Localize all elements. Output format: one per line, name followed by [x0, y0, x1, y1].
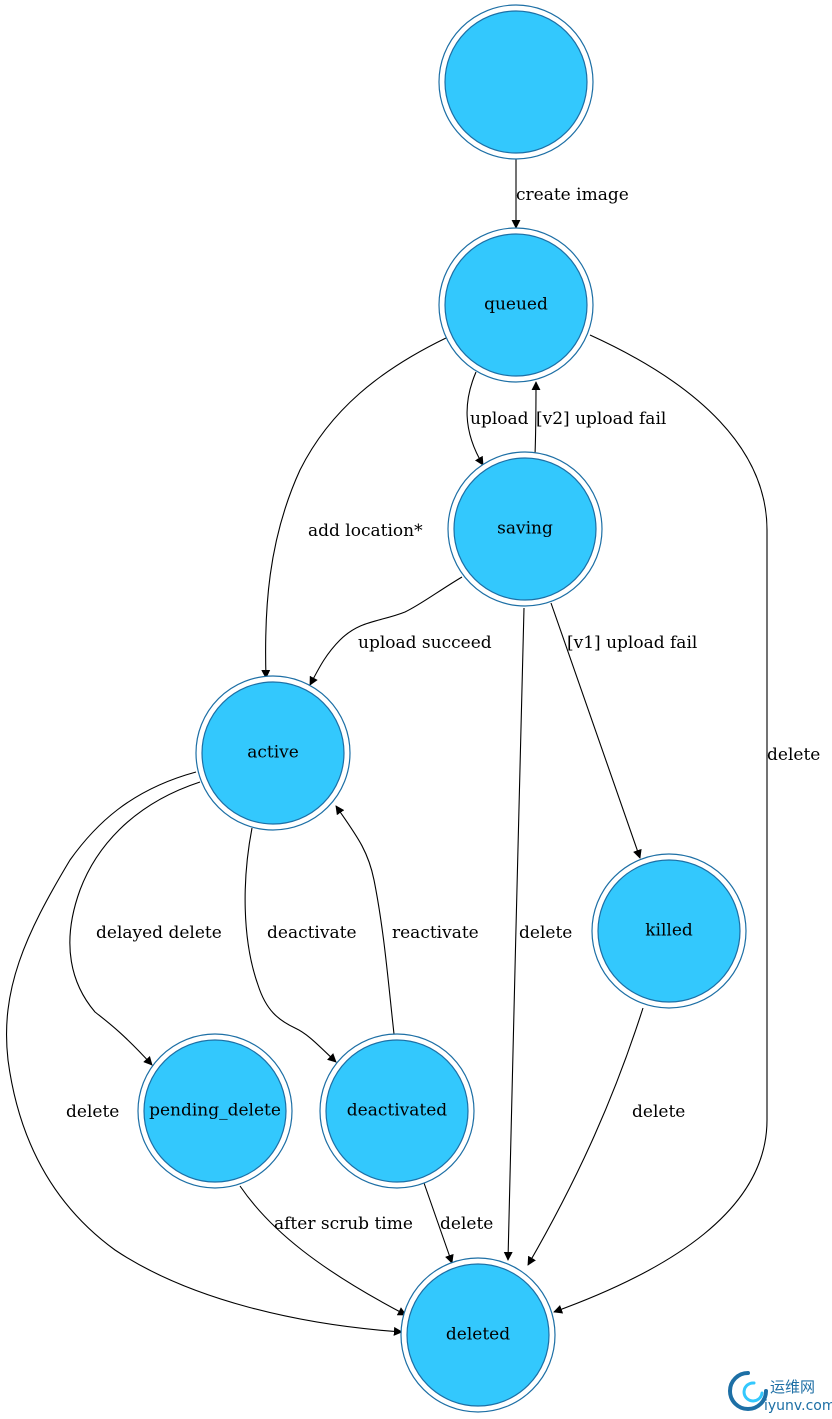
edge-pending-after-scrub [239, 1185, 407, 1316]
edge-active-delayed-delete [69, 781, 201, 1066]
label-queued-add-location: add location* [308, 521, 423, 541]
state-pending-delete: pending_delete [137, 1033, 293, 1189]
watermark-cn: 运维网 [770, 1378, 815, 1396]
state-saving: saving [447, 451, 603, 607]
edge-deactivated-reactivate [335, 805, 395, 1035]
label-saving-v1-upload-fail: [v1] upload fail [567, 633, 697, 653]
label-saving-delete: delete [519, 923, 572, 943]
label-queued-delete: delete [767, 745, 820, 765]
edge-queued-upload [466, 371, 484, 466]
edge-saving-v2-upload-fail [531, 381, 541, 456]
label-create-image: create image [516, 185, 629, 205]
label-killed-delete: delete [632, 1102, 685, 1122]
state-killed: killed [591, 853, 747, 1009]
label-deactivated-reactivate: reactivate [392, 923, 479, 943]
edge-queued-add-location [261, 337, 447, 679]
edge-saving-delete [503, 607, 525, 1261]
edge-saving-upload-succeed [309, 576, 463, 686]
watermark: 运维网 iyunv.com [728, 1371, 832, 1414]
state-label-queued: queued [484, 295, 548, 315]
watermark-url: iyunv.com [764, 1398, 832, 1414]
state-label-saving: saving [497, 519, 553, 539]
state-label-pending-delete: pending_delete [149, 1101, 281, 1121]
state-label-deleted: deleted [446, 1325, 510, 1345]
state-initial [438, 4, 594, 160]
edge-saving-v1-upload-fail [550, 602, 642, 859]
watermark-logo-icon [728, 1371, 768, 1411]
label-deactivated-delete: delete [440, 1214, 493, 1234]
state-label-killed: killed [645, 921, 693, 941]
state-deleted: deleted [400, 1257, 556, 1413]
edge-active-delete [5, 771, 403, 1336]
label-pending-after-scrub: after scrub time [274, 1214, 413, 1234]
label-saving-upload-succeed: upload succeed [358, 633, 492, 653]
label-saving-v2-upload-fail: [v2] upload fail [536, 409, 666, 429]
edges [5, 158, 768, 1336]
edge-active-deactivate [244, 827, 337, 1063]
state-label-deactivated: deactivated [347, 1101, 447, 1121]
edge-killed-delete [527, 1007, 644, 1266]
label-active-delete: delete [66, 1102, 119, 1122]
edge-queued-delete [553, 334, 768, 1314]
edge-labels: create image upload [v2] upload fail add… [66, 185, 820, 1234]
label-active-delayed-delete: delayed delete [96, 923, 222, 943]
state-label-active: active [247, 743, 299, 763]
state-queued: queued [438, 227, 594, 383]
label-active-deactivate: deactivate [267, 923, 357, 943]
state-active: active [195, 675, 351, 831]
edge-deactivated-delete [423, 1182, 454, 1264]
state-deactivated: deactivated [319, 1033, 475, 1189]
label-queued-upload: upload [470, 409, 529, 429]
